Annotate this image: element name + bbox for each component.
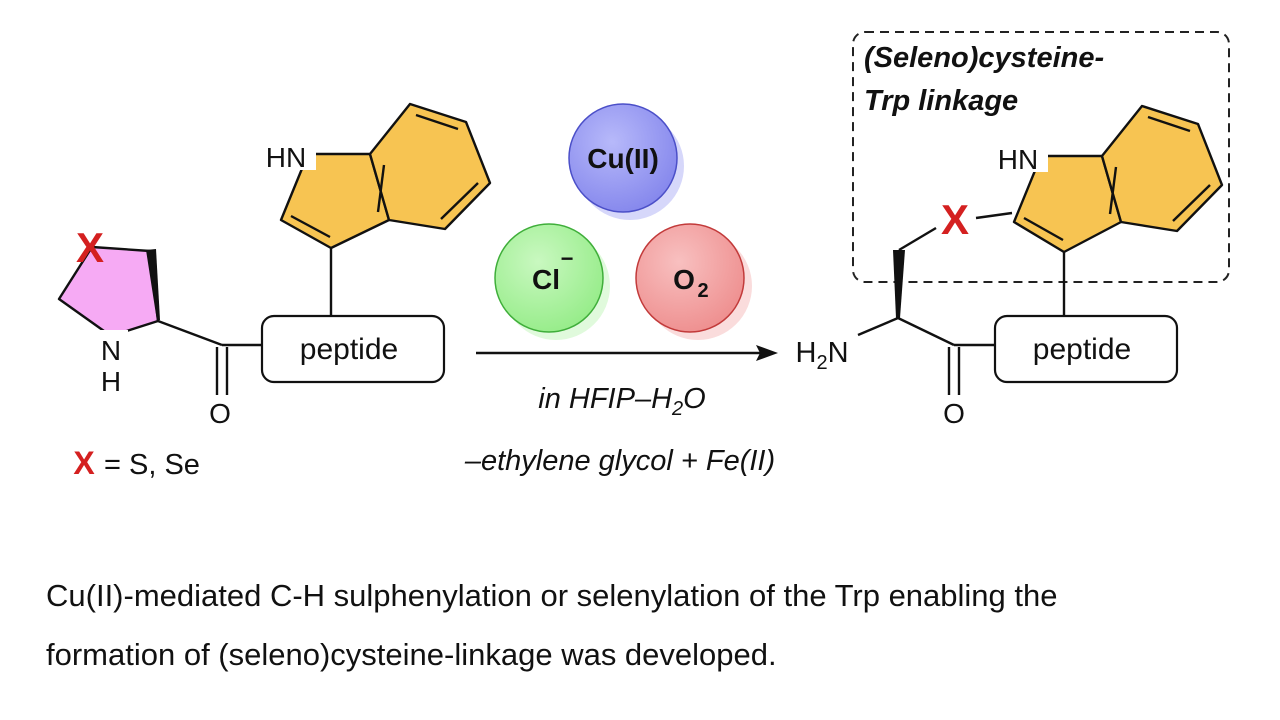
nh-nitrogen: N [101,335,121,366]
bond-amine-alpha [857,316,899,337]
conditions-line1: in HFIP–H2O [538,383,705,420]
indole-right: HN [990,104,1224,254]
oxygen-label: O [673,264,695,295]
hn-label-left: HN [266,142,306,173]
ring-x-label: X [76,224,104,271]
hn-label-right: HN [998,144,1038,175]
reagent-copper: Cu(II) [568,103,684,220]
chloride-charge: − [561,246,574,271]
bond-ring-carbonyl [157,319,223,347]
linkage-title-line1: (Seleno)cysteine- [864,42,1104,74]
reagent-oxygen: O 2 [635,223,752,340]
copper-label: Cu(II) [587,143,659,174]
peptide-label-left: peptide [300,333,398,366]
product-wedge-bond [893,250,905,318]
thiazolidine-ring [57,245,160,338]
indole-left: HN [258,102,492,250]
linkage-highlight-box [852,31,1230,283]
bond-alpha-carbonyl [897,316,955,347]
x-definition-text: = S, Se [104,449,200,481]
linkage-title-line2: Trp linkage [864,85,1018,117]
figure-caption: Cu(II)-mediated C-H sulphenylation or se… [46,566,1266,684]
peptide-box-left [260,314,446,384]
reagent-chloride: Cl − [494,223,610,340]
carbonyl-oxygen: O [209,398,231,429]
reaction-scheme: X N H O peptide HN X = S, Se [57,31,1230,481]
peptide-box-right [993,314,1179,384]
reaction-arrow [476,345,778,361]
peptide-label-right: peptide [1033,333,1131,366]
wedge-bond [146,249,160,321]
bond-x-indole [975,211,1013,220]
x-definition-mark: X [73,445,95,481]
chloride-label: Cl [532,264,560,295]
caption-line-1: Cu(II)-mediated C-H sulphenylation or se… [46,578,1058,613]
product-x-label: X [941,196,969,243]
bond-ch2-x [898,226,937,252]
product-carbonyl-oxygen: O [943,398,965,429]
product: (Seleno)cysteine- Trp linkage H2N X O pe… [795,31,1230,429]
amine-label: H2N [795,337,848,374]
oxygen-subscript: 2 [697,280,708,302]
nh-hydrogen: H [101,366,121,397]
starting-material: X N H O peptide HN X = S, Se [57,102,492,481]
conditions-line2: –ethylene glycol + Fe(II) [464,445,775,477]
caption-line-2: formation of (seleno)cysteine-linkage wa… [46,637,777,672]
